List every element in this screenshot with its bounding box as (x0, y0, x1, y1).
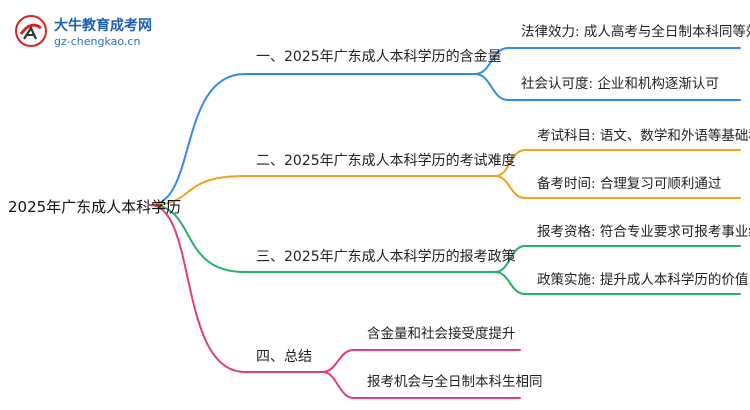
leaf-1-1: 法律效力: 成人高考与全日制本科同等效力 (521, 24, 750, 40)
root-node: 2025年广东成人本科学历 (8, 198, 182, 216)
leaf-2-1: 考试科目: 语文、数学和外语等基础科目 (537, 128, 750, 144)
logo-title: 大牛教育成考网 (54, 18, 152, 34)
leaf-3-2: 政策实施: 提升成人本科学历的价值 (537, 272, 749, 288)
branch-label-2: 二、2025年广东成人本科学历的考试难度 (256, 153, 516, 169)
branch-label-1: 一、2025年广东成人本科学历的含金量 (256, 49, 502, 65)
leaf-2-2: 备考时间: 合理复习可顺利通过 (537, 176, 722, 192)
connector-branch-2-leaf-1 (494, 149, 526, 177)
branch-label-4: 四、总结 (256, 349, 312, 365)
leaf-4-2: 报考机会与全日制本科生相同 (367, 374, 543, 390)
connector-branch-1-leaf-1 (474, 47, 509, 75)
logo: 大牛教育成考网 gz-chengkao.cn (14, 14, 214, 54)
logo-url: gz-chengkao.cn (54, 35, 141, 48)
connector-branch-3-leaf-2 (494, 271, 526, 295)
leaf-1-2: 社会认可度: 企业和机构逐渐认可 (521, 76, 719, 92)
connector-branch-4-leaf-2 (321, 371, 355, 399)
branch-label-3: 三、2025年广东成人本科学历的报考政策 (256, 249, 516, 265)
connector-root-branch-3 (149, 204, 246, 273)
logo-mark-icon (15, 15, 47, 47)
connector-branch-2-leaf-2 (494, 175, 526, 199)
connector-root-branch-2 (149, 175, 246, 206)
connector-root-branch-1 (149, 73, 246, 206)
leaf-3-1: 报考资格: 符合专业要求可报考事业编制 (537, 224, 750, 240)
connector-branch-3-leaf-1 (494, 245, 526, 273)
leaf-4-1: 含金量和社会接受度提升 (367, 326, 516, 342)
connector-branch-4-leaf-1 (321, 349, 355, 373)
connector-branch-1-leaf-2 (474, 73, 509, 101)
connector-root-branch-4 (149, 204, 246, 373)
